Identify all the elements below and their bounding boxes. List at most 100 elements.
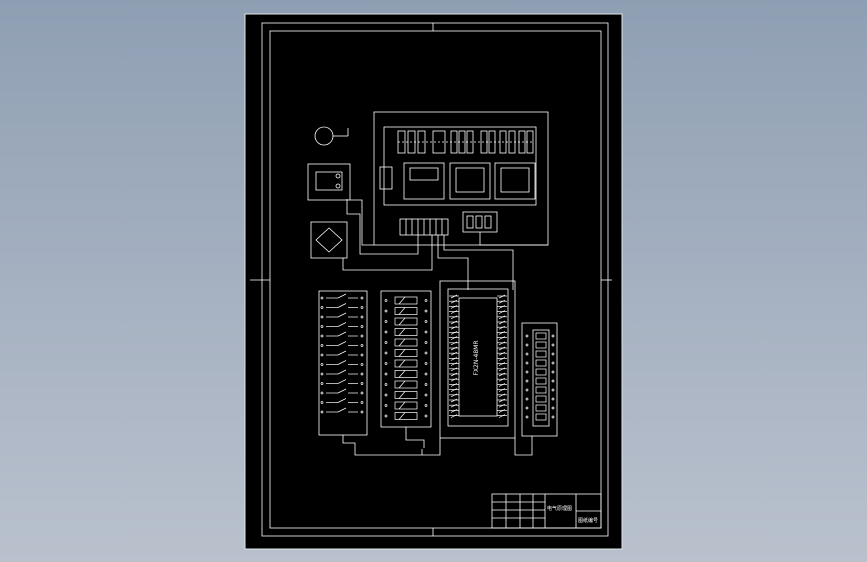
module-2-terminal-dot [384,341,388,344]
plc-left-pin-mark [450,305,458,309]
output-relay [535,404,547,412]
module-2-relay-contact [398,380,406,389]
module-2-relay-contact [398,317,406,326]
module-2-terminal-dot [384,383,388,386]
module-1-terminal-dot [360,410,364,414]
wire-4 [437,235,469,290]
module-2-terminal-dot [424,330,428,334]
output-terminal-dot [525,361,529,365]
plc-right-pin-mark [498,351,506,356]
output-terminal-dot [551,406,555,410]
plc-center [458,297,498,417]
module-1-switch-contact [337,369,347,375]
breaker-area [383,126,537,206]
plc-left-pin-mark [450,310,458,314]
plc-left-pin-mark [450,393,458,398]
plc-right-pin-mark [498,403,506,408]
plc-left-pin-mark [450,398,458,403]
module-2-relay [394,391,418,399]
output-terminal-dot [525,415,529,419]
plc-left-pin-mark [450,377,458,382]
output-terminal-dot [525,379,529,383]
output-terminals [525,332,555,421]
module-2-relay [394,296,418,305]
output-terminal-dot [525,388,529,392]
module-2-terminal-dot [424,309,428,313]
plc-left-pin-mark [450,325,458,330]
module-2-relay [394,349,418,357]
module-1-terminal-dot [320,410,324,414]
plc-right-pin-mark [498,346,506,351]
module-1-terminal-dot [360,296,364,300]
plc-left-pin-mark [450,331,458,335]
output-relay [535,413,547,421]
plc-left-pin-mark [450,403,458,408]
module-1-terminal-dot [320,334,324,338]
output-terminal-dot [525,397,529,401]
module-1-terminal-dot [360,334,364,338]
module-1-switch-contact [337,322,347,327]
module-1-terminal-dot [360,344,364,347]
output-terminal-dot [551,334,555,338]
plc-left-pin-mark [450,320,458,325]
plc-right-pin-mark [498,320,506,325]
module-2-relay [394,338,418,347]
plc-left-pin-mark [450,346,458,351]
module-2-terminal-dot [384,351,388,355]
module-2-relay [394,359,418,368]
module-2-terminal-dot [424,383,428,386]
module-1-switch-contact [337,350,347,356]
contactor-1 [403,162,445,200]
module-2-terminal-dot [384,330,388,334]
plc-right-pin-mark [498,383,506,387]
module-1-terminal-dot [320,353,324,357]
plc-right-pin-mark [498,299,506,304]
module-1-switch-contact [337,398,347,403]
module-2-terminal-dot [424,404,428,407]
plc-outer [439,280,516,439]
output-relay [535,359,547,367]
output-relay [535,341,547,349]
module-1-terminal-dot [360,353,364,357]
module-1-switch-contact [337,388,347,394]
module-1-switch-contact [337,360,347,365]
module-2-terminal-dot [384,299,388,302]
module-1-terminals [320,293,364,414]
module-2-relay-contact [398,349,406,357]
module-1-terminal-dot [360,391,364,395]
module-1-terminal-dot [320,363,324,366]
module-2-relay [394,317,418,326]
module-2-relay-contact [398,370,406,378]
plc-right-pin-mark [498,362,506,366]
output-terminal-dot [551,397,555,401]
output-relay [535,395,547,403]
module-2-terminal-dot [384,414,388,418]
plc-right-pin-mark [498,305,506,309]
breaker-row [397,130,534,154]
plc-right-pin-mark [498,388,506,392]
output-terminal-dot [525,352,529,356]
module-1-switch-contact [337,341,347,346]
plc-right-pin-mark [498,294,506,299]
module-1-terminal-dot [320,344,324,347]
plc-right-pin-mark [498,357,506,361]
plc-left-pin-mark [450,388,458,392]
plc-left-pin-mark [450,414,458,418]
module-2-terminals [384,296,428,420]
module-1-switch-contact [337,303,347,308]
output-relay [535,368,547,376]
module-2-terminal-dot [384,309,388,313]
plc-left-pin-mark [450,409,458,413]
wire-3 [350,199,374,246]
title-block-drawing-no: 图纸编号 [578,517,598,524]
output-terminal-dot [551,370,555,374]
module-2-terminal-dot [424,362,428,365]
terminal-small-block [379,166,393,190]
output-relay [535,332,547,340]
output-terminal-dot [551,361,555,365]
module-1-switch-contact [337,379,347,384]
switch-unit [307,163,351,201]
module-2-relay [394,412,418,420]
plc-right-pin-mark [498,310,506,314]
